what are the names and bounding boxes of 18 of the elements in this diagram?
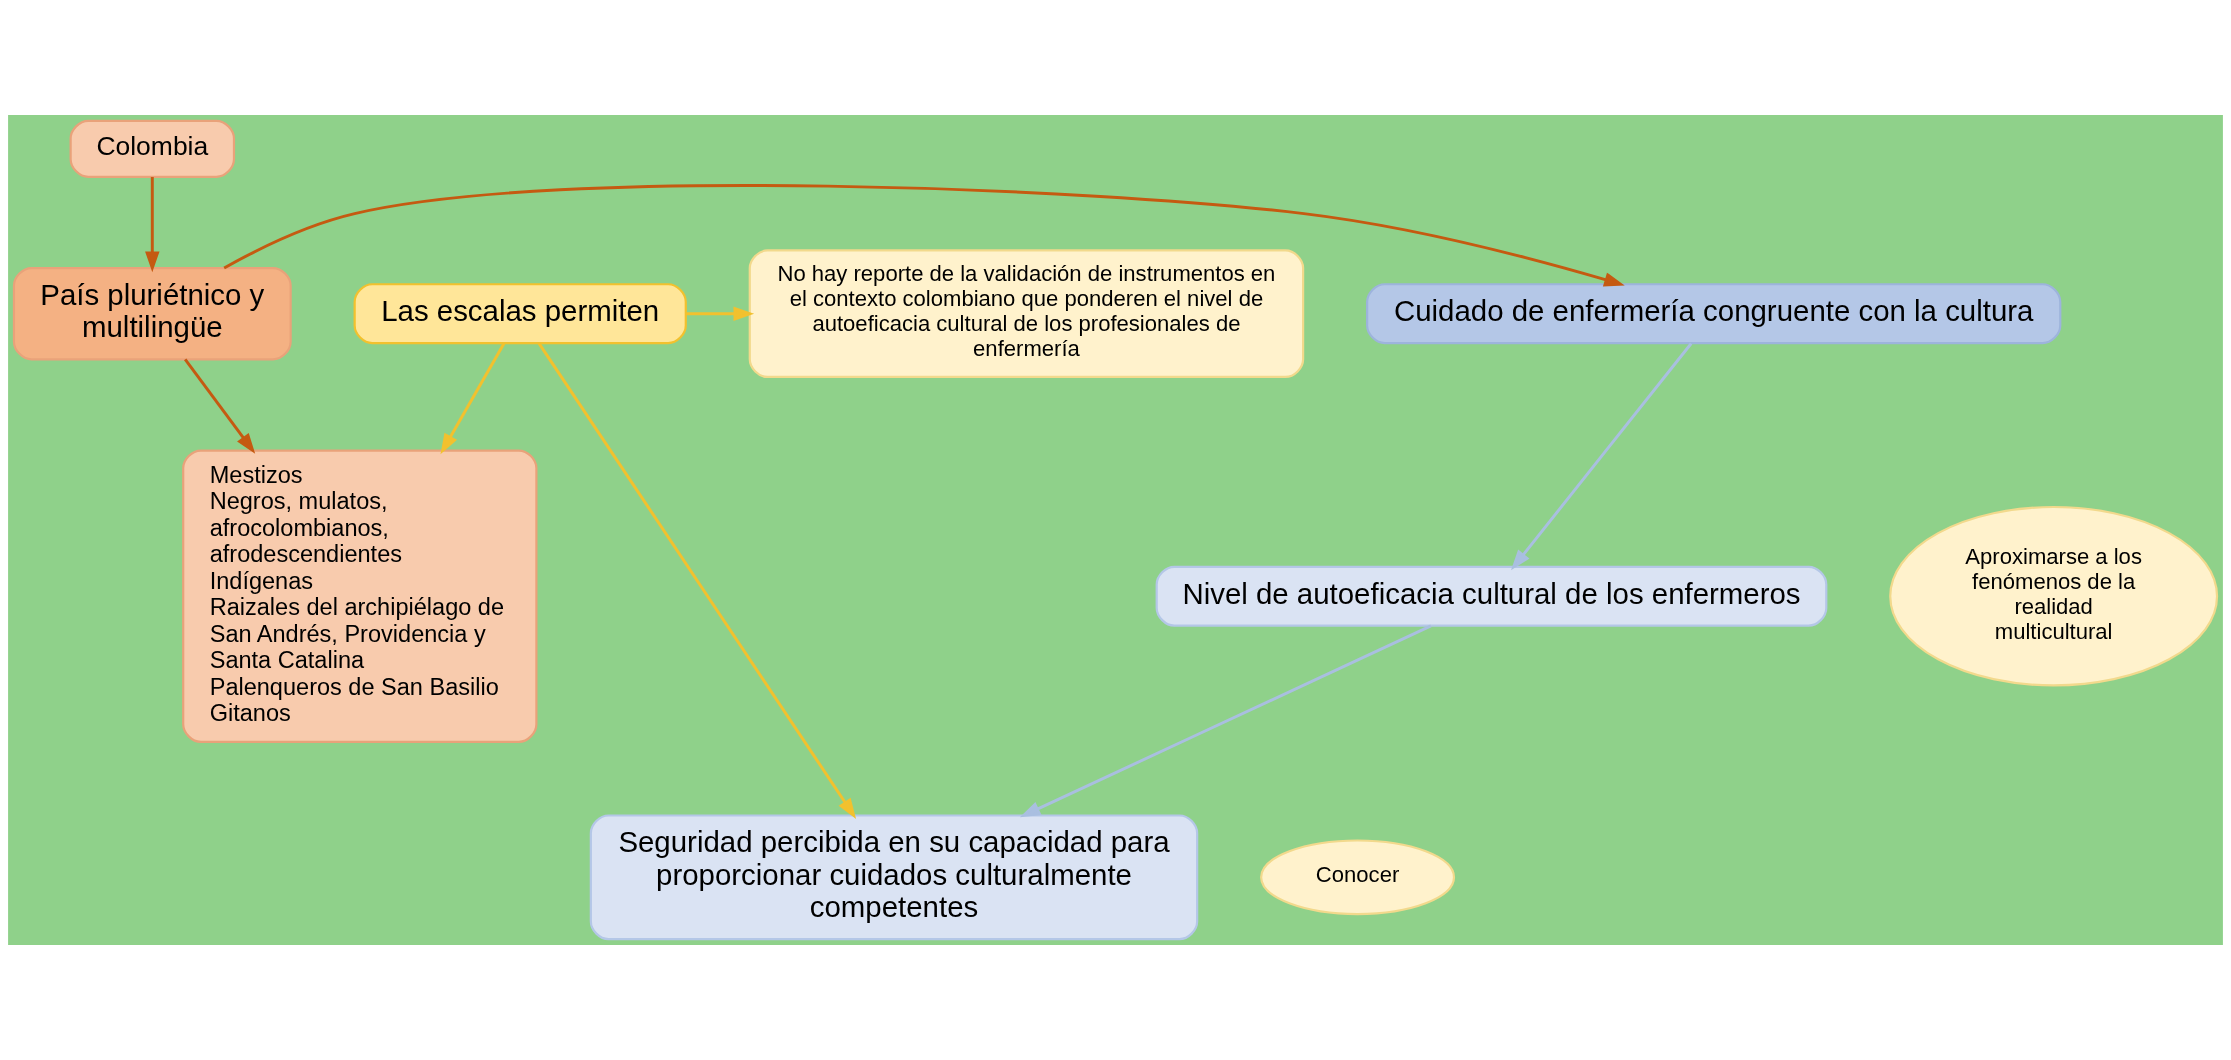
node-box: Mestizos Negros, mulatos, afrocolombianos, afrodescendientes Indígenas Raizales del archipiélago de San Andrés, Providencia y Santa Catalina Palenqueros de San Basilio Gitanos xyxy=(182,449,538,743)
node-box: Nivel de autoeficacia cultural de los enfermeros xyxy=(1155,565,1828,627)
node-box: Seguridad percibida en su capacidad para proporcionar cuidados culturalmente competentes xyxy=(589,814,1199,941)
node-box: Cuidado de enfermería congruente con la cultura xyxy=(1366,283,2062,345)
arrow xyxy=(223,184,1625,287)
arrow xyxy=(440,342,506,455)
arrow xyxy=(1511,342,1693,571)
node-box: País pluriétnico y multilingüe xyxy=(12,266,292,361)
arrow xyxy=(537,342,857,819)
arrow xyxy=(685,306,755,321)
node-box: Las escalas permiten xyxy=(353,283,687,345)
node-box: Colombia xyxy=(69,119,236,178)
arrow xyxy=(145,177,160,273)
arrow xyxy=(1019,624,1432,818)
node-box: No hay reporte de la validación de instrumentos en el contexto colombiano que ponderen el nivel de autoeficacia cultural de los profesionales de enfermería xyxy=(748,249,1305,379)
node-ellipse: Aproximarse a los fenómenos de la realidad multicultural xyxy=(1889,505,2219,687)
arrow xyxy=(184,358,256,454)
node-ellipse: Conocer xyxy=(1260,839,1456,916)
